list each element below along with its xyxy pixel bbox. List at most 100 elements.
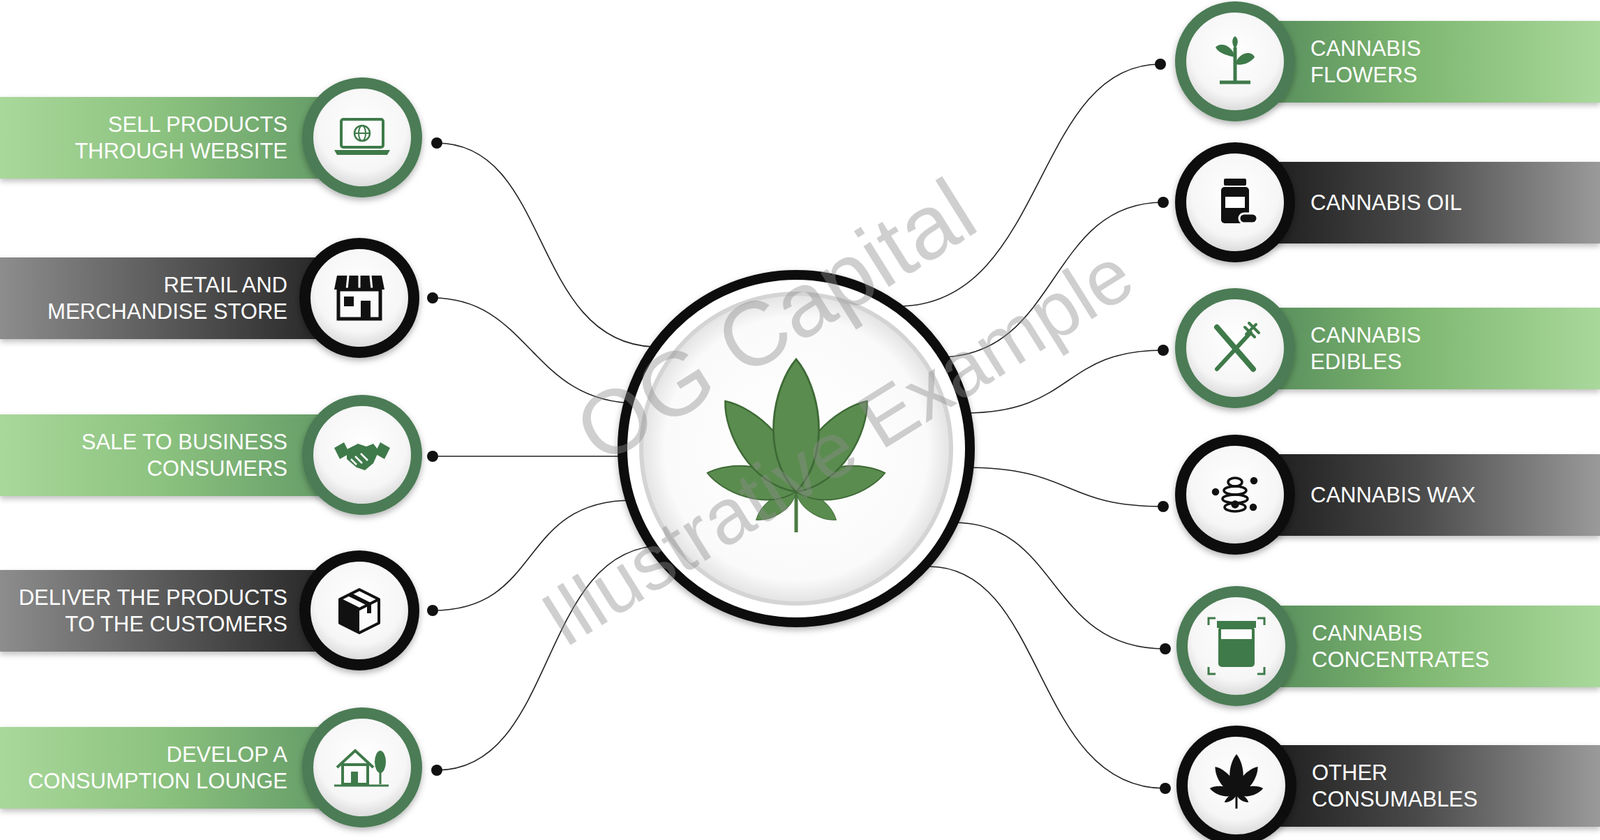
sprout-ground <box>1219 80 1251 85</box>
leaflet <box>1208 783 1238 799</box>
badge-disc <box>1186 299 1284 398</box>
jar-body <box>1219 627 1254 666</box>
leader-dot <box>431 137 443 149</box>
store-body <box>338 289 381 319</box>
sprout-stem <box>1233 47 1238 81</box>
badge-disc <box>310 249 409 347</box>
tree-crown <box>374 750 386 774</box>
leaflet <box>1235 791 1250 805</box>
product-band: CANNABIS FLOWERS <box>1235 20 1600 103</box>
icon-badge <box>299 237 420 358</box>
leader-dots <box>427 58 1171 795</box>
leader-dot <box>1154 58 1166 70</box>
leader-line <box>436 143 654 347</box>
channel-band: SALE TO BUSINESS CONSUMERS <box>0 414 363 497</box>
leaf-stem <box>1235 794 1238 809</box>
globe-symbol <box>354 125 370 141</box>
bottle-body <box>1221 187 1250 224</box>
badge-disc <box>313 406 411 504</box>
product-label: OTHER CONSUMABLES <box>1311 759 1522 812</box>
leader-line <box>432 297 638 404</box>
badge-disc <box>313 718 411 817</box>
sprout-leaf <box>1215 44 1236 58</box>
product-label: CANNABIS OIL <box>1310 189 1520 216</box>
channel-band: DELIVER THE PRODUCTS TO THE CUSTOMERS <box>0 570 360 652</box>
leader-dot <box>1157 196 1169 208</box>
awning-stripes <box>346 275 372 290</box>
badge-ring <box>299 550 420 671</box>
leader-line <box>938 202 1164 358</box>
leaflet <box>1210 763 1242 798</box>
leader-line <box>432 500 633 611</box>
badge-ring <box>1175 1 1296 122</box>
leader-line <box>898 64 1161 307</box>
leaflet <box>1231 763 1263 798</box>
leader-dot <box>1157 344 1169 356</box>
product-band: CANNABIS EDIBLES <box>1235 307 1600 390</box>
handshake-fingers <box>350 453 368 465</box>
house-icon <box>334 750 389 786</box>
leader-line <box>964 467 1164 507</box>
product-label: CANNABIS WAX <box>1310 482 1520 508</box>
badge-ring <box>1176 725 1297 840</box>
globe-symbol <box>354 132 370 134</box>
icon-badge <box>1175 288 1296 409</box>
leaflet <box>709 389 812 505</box>
center-disc <box>641 293 952 604</box>
badge-disc <box>1187 597 1286 695</box>
leaflet <box>1229 754 1244 795</box>
house-roof <box>337 750 374 768</box>
leader-lines <box>432 64 1166 789</box>
cutlery-icon <box>1216 323 1259 370</box>
watermark-text: OG Capital <box>557 157 994 485</box>
icon-badge <box>1175 1 1296 122</box>
sprout-leaf <box>1232 36 1238 49</box>
channel-label: SELL PRODUCTS THROUGH WEBSITE <box>64 111 288 164</box>
leaflet <box>792 457 888 508</box>
leader-dot <box>427 450 439 462</box>
badge-disc <box>1186 153 1284 252</box>
box-icon <box>339 589 379 633</box>
badge-disc <box>313 88 411 187</box>
badge-ring <box>1175 288 1296 409</box>
watermark-text: Illustrative Example <box>526 228 1149 665</box>
product-band: CANNABIS OIL <box>1235 161 1600 244</box>
box-tape <box>349 594 370 614</box>
badge-ring <box>302 77 423 198</box>
badge-ring <box>1176 586 1297 707</box>
icon-badge <box>302 394 423 515</box>
handshake-cuffs <box>334 442 391 460</box>
leader-dot <box>1159 643 1171 655</box>
store-icon <box>334 275 385 319</box>
house-door <box>350 771 358 785</box>
product-band: CANNABIS WAX <box>1235 454 1600 536</box>
bee-dot <box>1251 505 1256 511</box>
bee-dot <box>1213 489 1219 495</box>
tree-trunk <box>334 770 389 786</box>
jar-contents <box>1219 639 1254 666</box>
channel-label: DEVELOP A CONSUMPTION LOUNGE <box>22 741 288 794</box>
channel-label: SALE TO BUSINESS CONSUMERS <box>50 429 288 481</box>
beehive-icon <box>1213 477 1257 512</box>
laptop-icon <box>334 119 391 155</box>
handshake-icon <box>334 442 391 471</box>
badge-ring <box>302 707 423 828</box>
leaflet <box>780 389 883 505</box>
sprout-leaf <box>1235 53 1255 65</box>
jar-lid <box>1216 621 1256 628</box>
channel-band: DEVELOP A CONSUMPTION LOUNGE <box>0 727 363 809</box>
icon-badge <box>1176 725 1297 840</box>
bottle-cap <box>1223 178 1247 186</box>
pill-symbol <box>1239 213 1258 224</box>
box-face <box>339 599 360 633</box>
channel-band: RETAIL AND MERCHANDISE STORE <box>0 257 360 340</box>
leader-line <box>432 455 625 458</box>
badge-disc <box>1187 736 1286 835</box>
box-outline <box>339 589 379 633</box>
leader-line <box>436 545 664 771</box>
leaflet <box>751 484 802 527</box>
jar-brackets <box>1208 618 1265 675</box>
